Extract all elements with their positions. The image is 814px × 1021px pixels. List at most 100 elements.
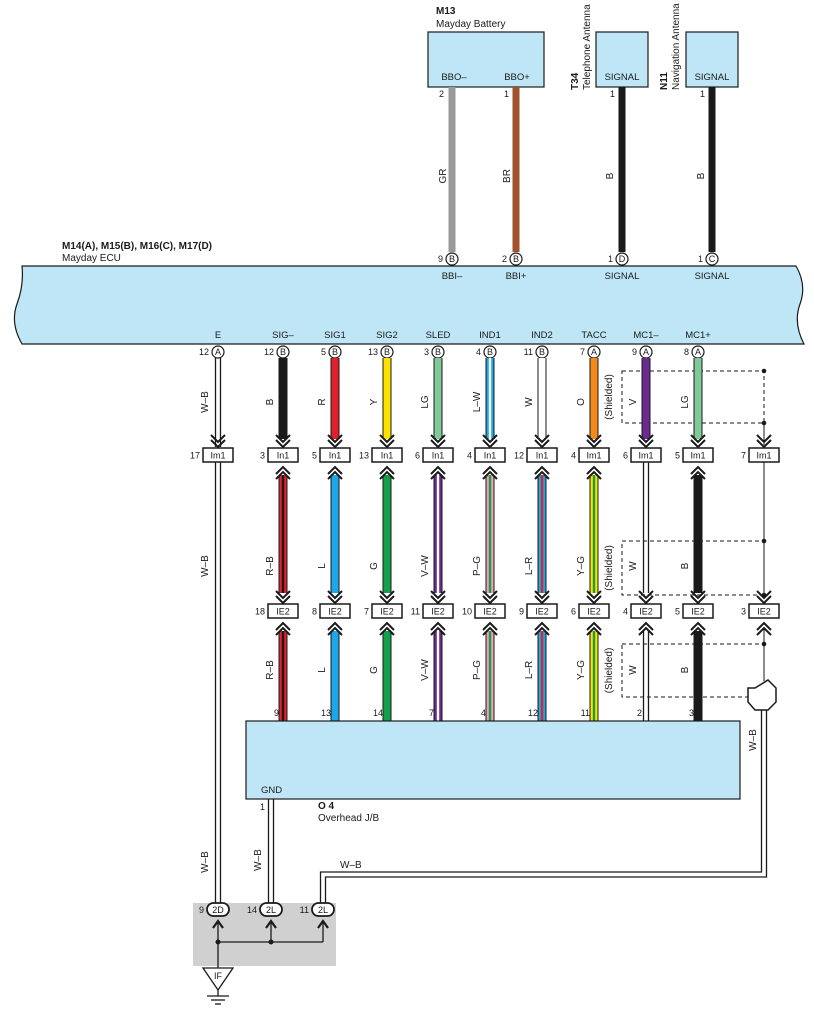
wire-low-label: L–R (524, 661, 535, 679)
ecu-pin-num: 13 (368, 347, 378, 357)
ecu-pin-num: 11 (524, 347, 533, 357)
wire-label-gr: GR (438, 169, 449, 184)
ecu-top-pin-conn-3: D (619, 254, 626, 264)
ecu-pin-num: 5 (321, 347, 326, 357)
ecu-pin-conn: B (487, 347, 493, 357)
wire-top-label: V (628, 398, 639, 405)
wire-low-label: P–G (472, 660, 483, 680)
ground-wires: W–BW–BW–BW–B (200, 710, 768, 903)
wire-top-label: R (317, 398, 328, 405)
channel-9: MC1–A9VIm16WIE24W2MIC– (623, 330, 662, 736)
ie-conn-box (474, 603, 506, 619)
ecu-pin-conn: A (215, 347, 221, 357)
chevron-up-icon (482, 621, 498, 636)
chevron-down-icon (275, 434, 291, 449)
shield-label-2: (Shielded) (604, 545, 615, 591)
chevron-up-icon (430, 621, 446, 636)
wire-label-tel-b: B (605, 172, 616, 179)
in-conn-label: Im1 (690, 451, 705, 461)
wire-top (642, 358, 650, 439)
battery-name: Mayday Battery (436, 19, 505, 30)
wire-low-label: B (680, 666, 691, 673)
ecu-pin-conn: A (643, 347, 649, 357)
ecu-pin-conn: B (435, 347, 441, 357)
ecu-top-pin-circle-1 (445, 252, 459, 266)
ground-connector-num: 9 (199, 905, 204, 915)
wire-mid-label: B (680, 562, 691, 569)
overhead-name: Overhead J/B (318, 813, 379, 824)
ecu-top-pin-num-1: 9 (438, 254, 443, 264)
chevron-down-icon (690, 434, 706, 449)
in-conn-label: In1 (484, 451, 497, 461)
ie-conn-num: 8 (312, 607, 317, 617)
ground-arrow-icon (317, 919, 329, 929)
wire-low (331, 631, 339, 721)
wire-low-tracer (540, 631, 544, 721)
ground-connector-num: 11 (300, 905, 309, 915)
ie-conn-box (371, 603, 403, 619)
in-conn-num: 4 (571, 451, 576, 461)
battery-pin-1-num: 1 (504, 89, 509, 99)
overhead-pin-num: 14 (373, 708, 383, 718)
ie-conn-label: IE2 (587, 607, 601, 617)
ie-conn-box (682, 603, 714, 619)
ecu-top-pin-num-4: 1 (698, 254, 703, 264)
ie-conn-label: IE2 (276, 607, 290, 617)
overhead-pin-num: 11 (581, 708, 590, 718)
channel-4: SIG2B13YIn113GIE27G14SIG2 (359, 330, 403, 736)
ground-point-label: IF (214, 971, 223, 981)
channel-3: SIG1B5RIn15LIE28L13SIG1 (312, 330, 351, 736)
ground-connector-2 (259, 902, 283, 917)
chevron-down-icon (638, 590, 654, 605)
ie-conn-label: IE2 (639, 607, 653, 617)
in-conn-box (202, 447, 234, 463)
in-conn-box (371, 447, 403, 463)
wire-mid-label: W (628, 561, 639, 571)
in-conn-num: 5 (312, 451, 317, 461)
wire-top-label: L–W (472, 391, 483, 412)
chevron-up-icon (327, 621, 343, 636)
shield-label-1: (Shielded) (604, 374, 615, 420)
shield-drain-octagon-icon (747, 679, 777, 711)
ecu-pin-label: MC1+ (685, 330, 711, 341)
ie-conn-num: 5 (675, 607, 680, 617)
ecu-pin-label: E (215, 330, 221, 341)
ecu-pin-label: SIG1 (324, 330, 346, 341)
chevron-down-icon (327, 434, 343, 449)
wire-label-nav-b: B (696, 172, 707, 179)
ground-connector-num: 14 (247, 905, 257, 915)
in-conn-num: 12 (514, 451, 524, 461)
ecu-pin-conn: B (332, 347, 338, 357)
top-wires: GR BR B B (438, 87, 716, 252)
chevron-down-icon (586, 590, 602, 605)
in-conn-box (630, 447, 662, 463)
overhead-pin-num: 13 (321, 708, 331, 718)
ie-conn-label: IE2 (483, 607, 497, 617)
in-conn-num: 5 (675, 451, 680, 461)
wire-low-label: W (628, 665, 639, 675)
ecu-name: Mayday ECU (62, 253, 121, 264)
shield-drain-wire-a (319, 710, 763, 903)
overhead-jb-box (245, 720, 741, 800)
ie-conn-box (526, 603, 558, 619)
in-conn-label: Im1 (586, 451, 601, 461)
ie-conn-box (319, 603, 351, 619)
in-conn-box (267, 447, 299, 463)
overhead-pin-num: 9 (274, 708, 279, 718)
wire-mid-tracer (488, 475, 492, 593)
ecu-pin-num: 7 (580, 347, 585, 357)
wire-top (694, 358, 702, 439)
channels: EA12W–BIm117W–BSIG–B12BIn13R–BIE218R–B9S… (190, 330, 780, 903)
battery-pin-bbo-minus-label: BBO– (441, 72, 467, 83)
chevron-up-icon (756, 621, 772, 636)
ecu-top-pin-label-2: BBI+ (506, 271, 527, 282)
ie-conn-label: IE2 (691, 607, 705, 617)
chevron-down-icon (430, 590, 446, 605)
ie-conn-box (267, 603, 299, 619)
chevron-down-icon (534, 590, 550, 605)
in-conn-num: 7 (741, 451, 746, 461)
wire-low-label: V–W (420, 659, 431, 681)
wire-top (279, 358, 287, 439)
